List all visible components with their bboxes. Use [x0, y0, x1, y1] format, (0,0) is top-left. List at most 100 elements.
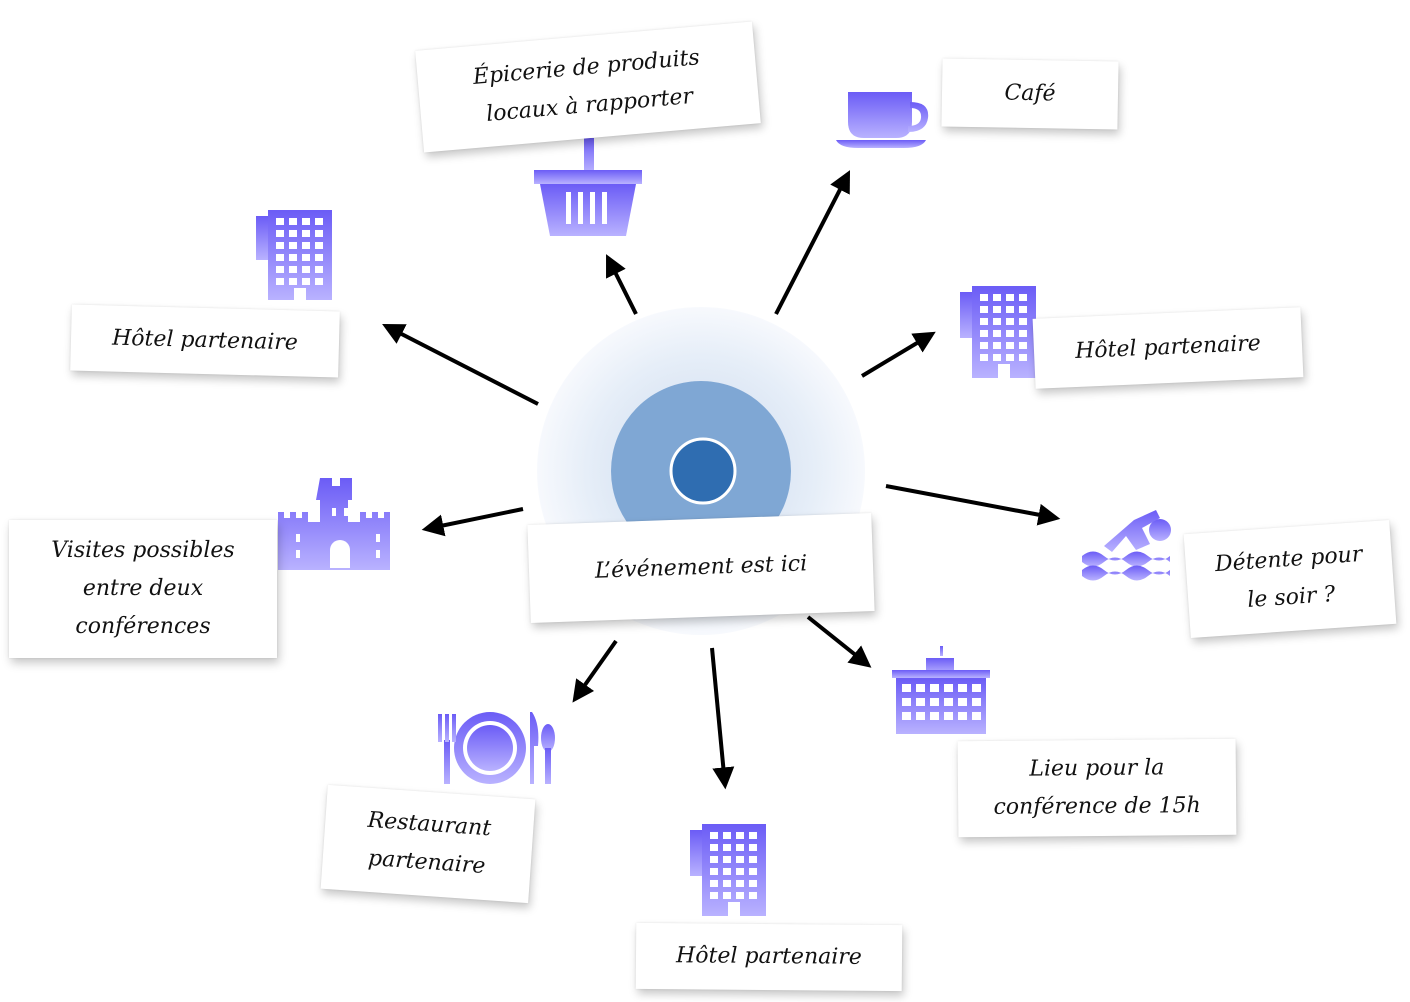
- label-detente: Détente pour le soir ?: [1214, 541, 1364, 613]
- arrow-lieu: [806, 615, 872, 668]
- window: [916, 698, 925, 706]
- window: [1019, 294, 1027, 301]
- window: [302, 254, 310, 261]
- note-visites: Visites possibles entre deux conférences: [9, 520, 277, 658]
- window: [1006, 294, 1014, 301]
- window: [944, 698, 953, 706]
- arrow-visites: [421, 507, 524, 537]
- window: [315, 218, 323, 225]
- window: [289, 242, 297, 249]
- window: [736, 892, 744, 899]
- note-hotel-left: Hôtel partenaire: [70, 304, 340, 378]
- window: [302, 242, 310, 249]
- window: [944, 712, 953, 720]
- window: [276, 218, 284, 225]
- arrows: [382, 170, 1061, 790]
- window: [276, 242, 284, 249]
- window: [980, 342, 988, 349]
- coffee-cup-icon: [836, 92, 929, 148]
- arrow-hotel-bottom: [710, 647, 735, 790]
- hotel-windows: [276, 218, 1027, 916]
- window: [1006, 354, 1014, 361]
- arrow-cafe: [774, 170, 851, 315]
- window: [1006, 306, 1014, 313]
- window: [1019, 330, 1027, 337]
- conference-building-icon: [892, 646, 990, 734]
- window: [315, 278, 323, 285]
- note-hotel-bottom: Hôtel partenaire: [635, 922, 903, 992]
- castle-icon: [278, 478, 390, 570]
- window: [1019, 342, 1027, 349]
- window: [1019, 306, 1027, 313]
- window: [944, 684, 953, 692]
- window: [723, 844, 731, 851]
- window: [972, 712, 981, 720]
- window: [302, 278, 310, 285]
- window: [302, 266, 310, 273]
- window: [902, 684, 911, 692]
- arrow-epicerie: [606, 254, 638, 315]
- window: [902, 698, 911, 706]
- window: [710, 868, 718, 875]
- door: [998, 364, 1010, 378]
- window: [958, 684, 967, 692]
- center-dot: [669, 437, 737, 505]
- window: [916, 712, 925, 720]
- label-visites: Visites possibles entre deux conférences: [51, 538, 235, 639]
- label-lieu: Lieu pour la conférence de 15h: [993, 755, 1201, 820]
- label-cafe: Café: [1004, 80, 1056, 107]
- window: [736, 868, 744, 875]
- arrow-restaurant: [572, 639, 618, 703]
- window: [993, 318, 1001, 325]
- label-hotel-bottom: Hôtel partenaire: [676, 943, 862, 970]
- window: [980, 318, 988, 325]
- note-cafe: Café: [941, 58, 1119, 130]
- window: [1006, 318, 1014, 325]
- swimmer-icon: [1082, 510, 1171, 581]
- door: [728, 902, 740, 916]
- window: [736, 880, 744, 887]
- label-hotel-right: Hôtel partenaire: [1074, 330, 1262, 365]
- window: [315, 266, 323, 273]
- arrow-detente: [885, 484, 1061, 526]
- window: [980, 294, 988, 301]
- window: [723, 892, 731, 899]
- note-restaurant: Restaurant partenaire: [320, 784, 536, 904]
- window: [958, 698, 967, 706]
- window: [902, 712, 911, 720]
- basket-icon: [534, 138, 642, 236]
- window: [749, 868, 757, 875]
- window: [315, 254, 323, 261]
- window: [710, 832, 718, 839]
- window: [993, 294, 1001, 301]
- window: [710, 880, 718, 887]
- window: [723, 880, 731, 887]
- window: [749, 844, 757, 851]
- center-label-note: L’événement est ici: [527, 513, 875, 623]
- label-epicerie: Épicerie de produits locaux à rapporter: [471, 45, 701, 127]
- window: [302, 218, 310, 225]
- window: [276, 230, 284, 237]
- window: [315, 242, 323, 249]
- window: [916, 684, 925, 692]
- window: [710, 844, 718, 851]
- window: [749, 880, 757, 887]
- window: [289, 218, 297, 225]
- window: [980, 306, 988, 313]
- window: [276, 266, 284, 273]
- window: [723, 856, 731, 863]
- note-hotel-right: Hôtel partenaire: [1032, 307, 1304, 389]
- arrow-hotel-left: [382, 323, 539, 406]
- door: [294, 288, 306, 302]
- window: [972, 698, 981, 706]
- window: [276, 254, 284, 261]
- window: [710, 856, 718, 863]
- window: [302, 230, 310, 237]
- note-lieu: Lieu pour la conférence de 15h: [957, 738, 1237, 838]
- arrow-hotel-right: [860, 331, 936, 378]
- window: [958, 712, 967, 720]
- center-label: L’événement est ici: [594, 551, 808, 584]
- window: [710, 892, 718, 899]
- window: [993, 342, 1001, 349]
- plate-cutlery-icon: [438, 712, 555, 784]
